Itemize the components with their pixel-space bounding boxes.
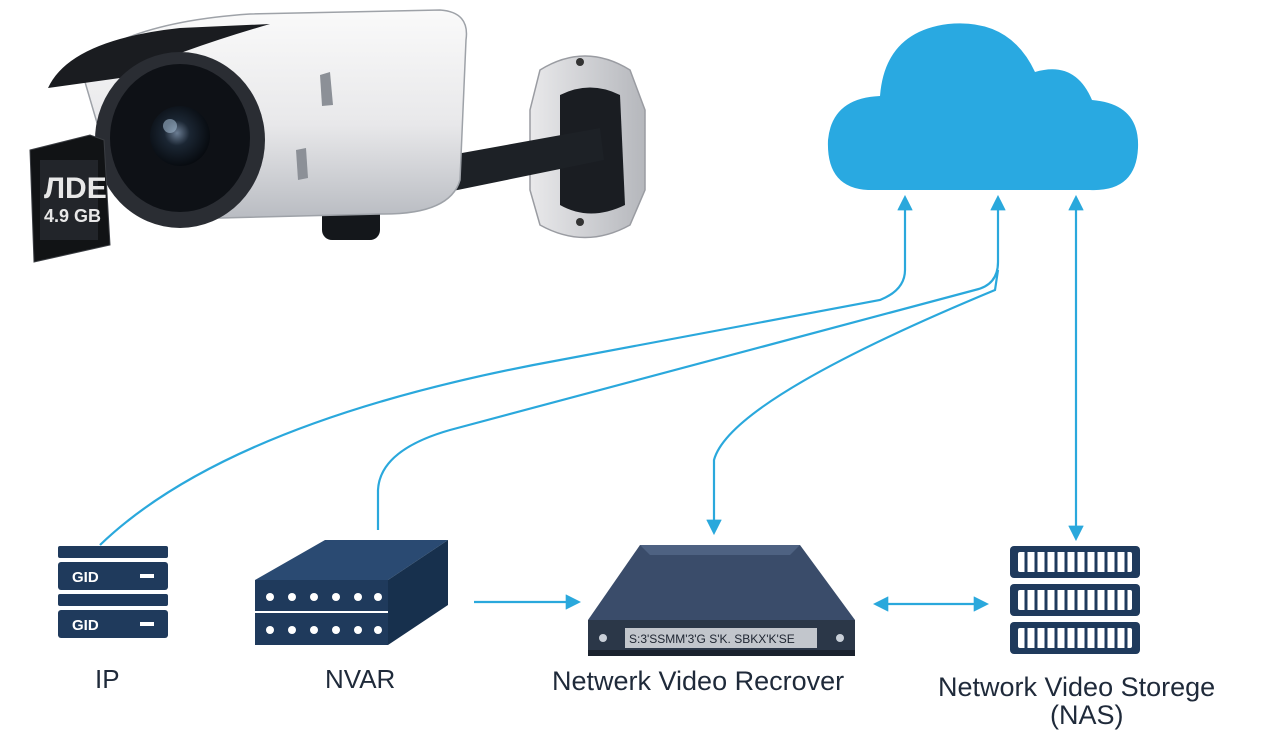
label-ip: IP (95, 664, 120, 694)
server-icon: GID GID (58, 546, 168, 638)
sd-card-icon: ЛDЕ 4.9 GB (29, 134, 111, 263)
connector-nvar-cloud (376, 194, 1006, 530)
label-network-video-recorder: Netwerk Video Recrover (552, 666, 845, 696)
sd-card-label-bottom: 4.9 GB (44, 206, 101, 226)
sd-card-label-top: ЛDЕ (44, 172, 107, 205)
ip-slot-label-1: GID (72, 569, 99, 586)
label-network-video-storage: Network Video Storege (938, 672, 1216, 702)
camera-lens (150, 106, 210, 166)
recorder-front-panel: S:3'SSMM'3'G S'K. SBKX'K'SE (629, 632, 795, 646)
camera-icon (48, 9, 646, 240)
recorder-icon: S:3'SSMM'3'G S'K. SBKX'K'SE (588, 545, 855, 656)
ip-slot-label-2: GID (72, 617, 99, 634)
label-nvar: NVAR (325, 664, 396, 694)
nas-icon (1010, 546, 1140, 654)
connector-lines (99, 194, 1084, 612)
connector-recorder-cloud (706, 269, 1000, 536)
label-nas: (NAS) (1050, 700, 1124, 730)
nvar-box-icon (255, 540, 448, 645)
connector-ip-cloud (99, 194, 913, 546)
cloud-icon (827, 23, 1139, 191)
